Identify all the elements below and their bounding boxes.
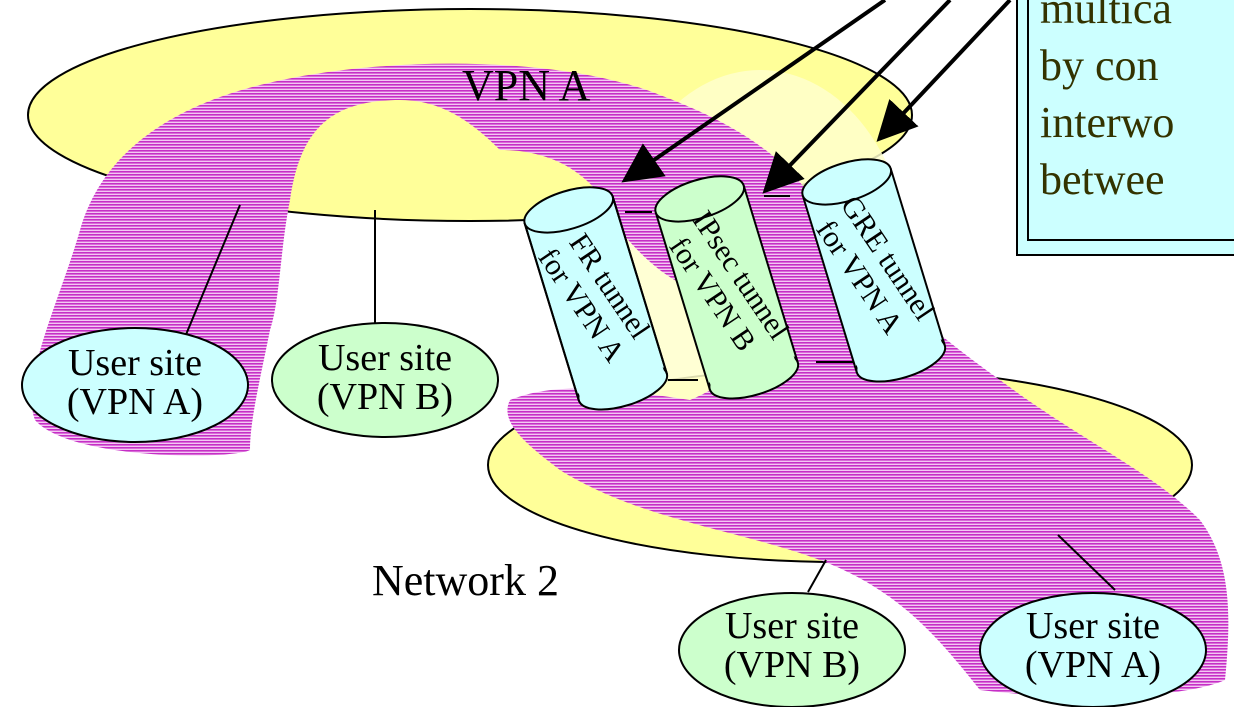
site-4-line1: User site bbox=[1026, 605, 1160, 647]
site-3-line1: User site bbox=[725, 605, 859, 647]
user-site-vpn-b-bottom: User site (VPN B) bbox=[678, 592, 906, 707]
link-site-4 bbox=[1057, 534, 1116, 591]
link-site-1 bbox=[184, 204, 241, 338]
user-site-vpn-a-left: User site (VPN A) bbox=[21, 327, 249, 443]
site-2-line2: (VPN B) bbox=[317, 376, 453, 418]
callout-box: multica by con interwo betwee bbox=[1016, 0, 1234, 256]
site-2-line1: User site bbox=[318, 337, 452, 379]
vpn-a-path bbox=[31, 63, 1229, 697]
arrow-to-ipsec bbox=[762, 0, 952, 194]
site-3-line2: (VPN B) bbox=[724, 644, 860, 686]
site-4-line2: (VPN A) bbox=[1025, 644, 1161, 686]
link-site-3 bbox=[807, 559, 827, 593]
arrow-to-gre bbox=[876, 0, 1012, 142]
site-1-line1: User site bbox=[68, 342, 202, 384]
site-1-line2: (VPN A) bbox=[67, 381, 203, 423]
arrow-to-fr bbox=[621, 0, 887, 183]
network-2-label: Network 2 bbox=[372, 556, 559, 605]
callout-line-4: betwee bbox=[1040, 155, 1165, 204]
callout-line-2: by con bbox=[1040, 41, 1159, 90]
user-site-vpn-a-bottom: User site (VPN A) bbox=[979, 592, 1207, 707]
callout-line-1: multica bbox=[1040, 0, 1172, 33]
callout-line-3: interwo bbox=[1040, 98, 1174, 147]
network-1-label: VPN A bbox=[462, 61, 591, 110]
user-site-vpn-b-left: User site (VPN B) bbox=[271, 322, 499, 438]
